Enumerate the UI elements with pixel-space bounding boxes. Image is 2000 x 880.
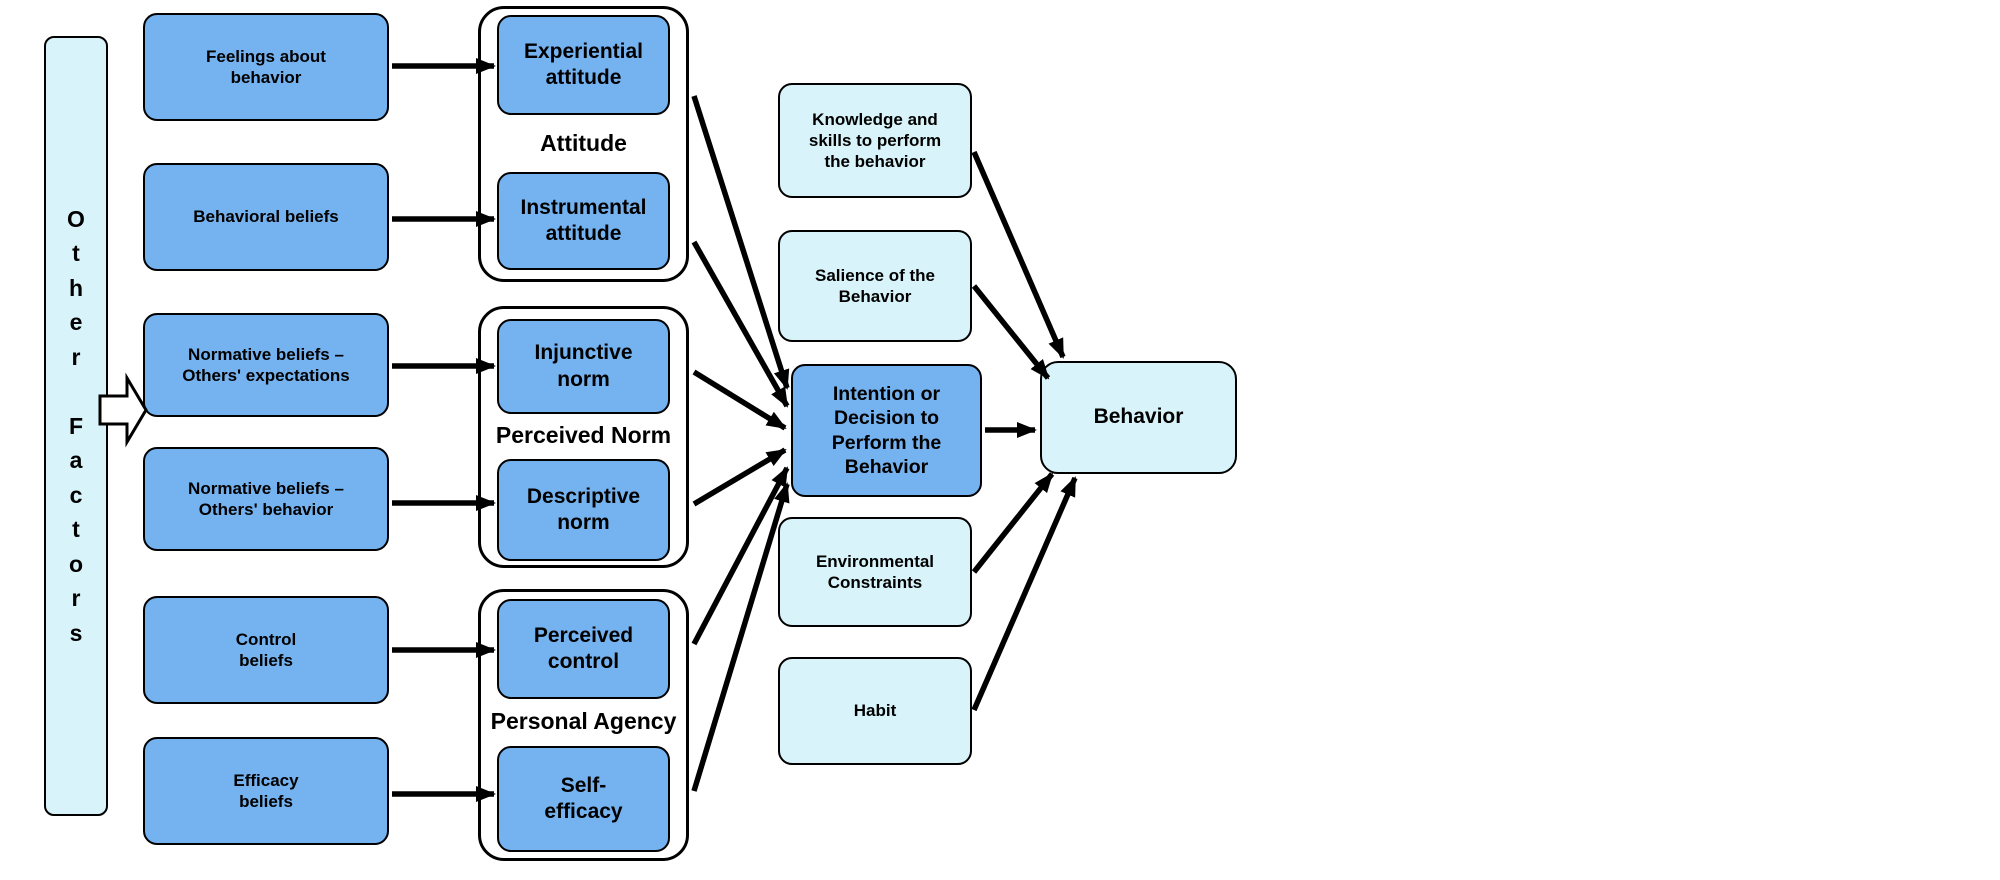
arrow-instrumental-to-intention (691, 240, 790, 408)
arrow-descriptive-to-intention (692, 447, 787, 507)
label-attitude: Attitude (540, 130, 627, 156)
box-efficacy-beliefs: Efficacy beliefs (143, 737, 389, 845)
box-descriptive-norm: Descriptive norm (497, 459, 670, 561)
box-injunctive-norm: Injunctive norm (497, 319, 670, 414)
arrow-habit-to-behavior (971, 476, 1078, 712)
box-knowledge-skills: Knowledge and skills to perform the beha… (778, 83, 972, 198)
box-instrumental-attitude: Instrumental attitude (497, 172, 670, 270)
label-perceived-norm: Perceived Norm (495, 422, 672, 448)
box-behavioral-beliefs: Behavioral beliefs (143, 163, 389, 271)
arrow-experiential-to-intention (691, 95, 790, 390)
box-self-efficacy: Self- efficacy (497, 746, 670, 852)
box-environmental-constraints: Environmental Constraints (778, 517, 972, 627)
arrow-knowledge-to-behavior (971, 150, 1066, 359)
other-factors-bar: O t h e r F a c t o r s (44, 36, 108, 816)
arrow-environmental-to-behavior (971, 472, 1055, 574)
box-feelings-about-behavior: Feelings about behavior (143, 13, 389, 121)
box-experiential-attitude: Experiential attitude (497, 15, 670, 115)
box-behavior: Behavior (1040, 361, 1237, 474)
box-habit: Habit (778, 657, 972, 765)
box-intention: Intention or Decision to Perform the Beh… (791, 364, 982, 497)
box-normative-beliefs-behavior: Normative beliefs – Others' behavior (143, 447, 389, 551)
box-salience-of-behavior: Salience of the Behavior (778, 230, 972, 342)
arrow-injunctive-to-intention (692, 369, 787, 431)
box-control-beliefs: Control beliefs (143, 596, 389, 704)
arrow-self-efficacy-to-intention (691, 482, 790, 792)
box-normative-beliefs-expectations: Normative beliefs – Others' expectations (143, 313, 389, 417)
label-personal-agency: Personal Agency (490, 708, 677, 734)
arrow-perceived-control-to-intention (691, 466, 790, 646)
arrow-salience-to-behavior (971, 284, 1051, 380)
box-perceived-control: Perceived control (497, 599, 670, 699)
